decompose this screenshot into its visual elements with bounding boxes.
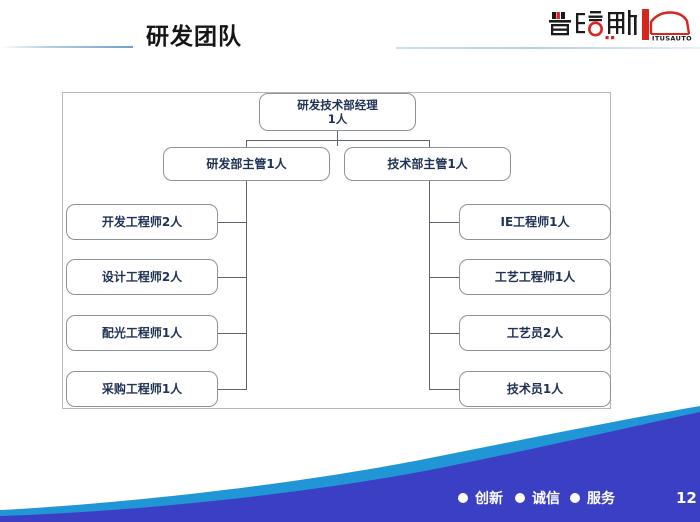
- footer-slogan-3: 服务: [587, 491, 615, 507]
- org-node-process-technician[interactable]: 工艺员2人: [459, 315, 611, 351]
- logo-graphic: ITUSAUTO: [549, 9, 692, 43]
- org-node-purchasing-engineer[interactable]: 采购工程师1人: [66, 371, 218, 407]
- connector-root-bus: [246, 140, 429, 141]
- wave-dark: [0, 412, 700, 522]
- bullet-circle-icon: [458, 493, 468, 503]
- connector-to-sup-left: [246, 140, 247, 147]
- org-node-process-engineer[interactable]: 工艺工程师1人: [459, 259, 611, 295]
- connector-to-sup-right: [429, 140, 430, 147]
- connector-branch-l2: [218, 277, 247, 278]
- org-node-dev-engineer[interactable]: 开发工程师2人: [66, 204, 218, 240]
- connector-branch-r4: [429, 389, 459, 390]
- org-node-ie-engineer[interactable]: IE工程师1人: [459, 204, 611, 240]
- page-title: 研发团队: [146, 24, 242, 50]
- content-frame: [62, 92, 611, 409]
- org-node-manager-line2: 1人: [327, 112, 348, 126]
- page-number: 12: [676, 489, 697, 507]
- connector-spine-right: [429, 181, 430, 389]
- bullet-circle-icon: [570, 493, 580, 503]
- header-accent-line-right: [396, 47, 700, 49]
- org-node-manager-line1: 研发技术部经理: [297, 97, 378, 112]
- connector-branch-r1: [429, 222, 459, 223]
- header-accent-line-left: [0, 46, 133, 48]
- org-node-design-engineer[interactable]: 设计工程师2人: [66, 259, 218, 295]
- footer-slogan-1: 创新: [475, 491, 503, 507]
- bullet-circle-icon: [515, 493, 525, 503]
- connector-branch-l1: [218, 222, 247, 223]
- connector-branch-r3: [429, 333, 459, 334]
- footer-slogan-group: 创新 诚信 服务: [458, 488, 615, 508]
- connector-branch-r2: [429, 277, 459, 278]
- org-node-manager[interactable]: 研发技术部经理 1人: [259, 93, 416, 131]
- footer-slogan-2: 诚信: [532, 491, 560, 507]
- connector-root-down: [337, 131, 338, 146]
- org-node-optical-engineer[interactable]: 配光工程师1人: [66, 315, 218, 351]
- connector-branch-l4: [218, 389, 247, 390]
- connector-spine-left: [246, 181, 247, 389]
- org-node-tech-supervisor[interactable]: 技术部主管1人: [344, 147, 511, 181]
- org-node-technician[interactable]: 技术员1人: [459, 371, 611, 407]
- connector-branch-l3: [218, 333, 247, 334]
- footer-wave-decoration: [0, 406, 700, 522]
- org-node-rd-supervisor[interactable]: 研发部主管1人: [163, 147, 330, 181]
- logo-latin-text: ITUSAUTO: [652, 35, 692, 43]
- pulosi-logo: ITUSAUTO: [548, 3, 694, 47]
